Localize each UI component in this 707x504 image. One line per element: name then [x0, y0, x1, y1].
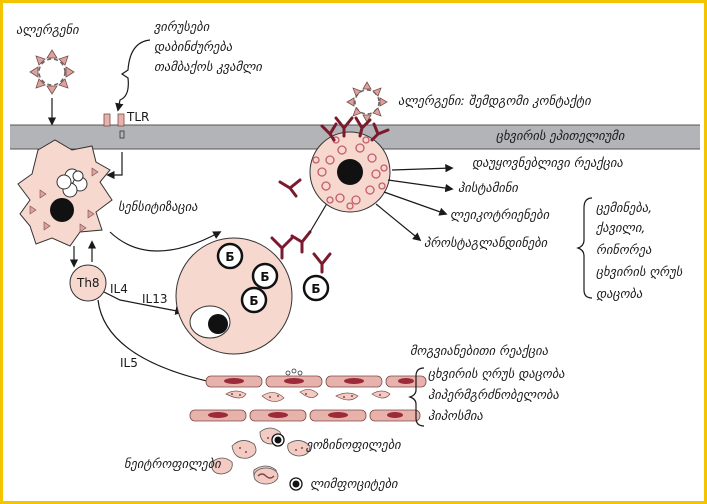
- immediate-reaction-label: დაუყოვნებლივი რეაქცია: [472, 157, 623, 170]
- trigger-pollution: დაბინძურება: [154, 41, 232, 54]
- late-symptom-hyposmia: ჰიპოსმია: [428, 410, 483, 423]
- il13-label: IL13: [142, 293, 168, 305]
- b-cell-label-2: Б: [260, 270, 269, 284]
- neutrophils-label: ნეიტროფილები: [124, 458, 221, 471]
- eosinophils-label: ეოზინოფილები: [306, 439, 401, 452]
- b-cell-marker-1: Б: [218, 244, 242, 268]
- late-symptom-congestion: ცხვირის ღრუს დაცობა: [428, 368, 565, 381]
- allergen-particle-repeat: [347, 82, 387, 122]
- b-cell-marker-2: Б: [253, 264, 277, 288]
- b-cell-label-4: Б: [311, 282, 320, 296]
- symptom-itching: ქავილი,: [596, 222, 645, 235]
- neutrophil-cell: [254, 468, 278, 484]
- trigger-viruses: ვირუსები: [154, 21, 209, 34]
- trigger-smoke: თამბაქოს კვამლი: [154, 61, 262, 74]
- blood-vessel: [190, 369, 426, 421]
- symptom-rhinorrhea: რინორეა: [596, 244, 651, 257]
- tlr-label: TLR: [127, 111, 149, 123]
- b-cell-label-3: Б: [249, 294, 258, 308]
- leukotrienes-label: ლეიკოტრიენები: [450, 209, 549, 222]
- late-reaction-label: მოგვიანებითი რეაქცია: [410, 345, 548, 358]
- symptom-congestion-2: დაცობა: [596, 288, 642, 301]
- il5-label: IL5: [120, 357, 138, 369]
- prostaglandins-label: პროსტაგლანდინები: [424, 237, 547, 250]
- allergen-particle: [30, 50, 74, 94]
- symptom-sneezing: ცემინება,: [596, 202, 652, 215]
- tlr-receptor-a: [104, 114, 110, 126]
- th8-label: Th8: [77, 277, 100, 289]
- b-cell-marker-3: Б: [242, 288, 266, 312]
- epithelium-label: ცხვირის ეპითელიუმი: [496, 130, 624, 143]
- allergen-repeat-label: ალერგენი: შემდგომი კონტაქტი: [398, 95, 591, 108]
- allergen-label: ალერგენი: [16, 24, 79, 37]
- il4-label: IL4: [110, 283, 128, 295]
- b-cell-marker-4: Б: [304, 276, 328, 300]
- tlr-receptor-b: [118, 114, 124, 126]
- symptoms-brace: [578, 198, 592, 298]
- lymphocytes-label: ლიმფოციტები: [310, 478, 398, 491]
- histamine-label: ჰისტამინი: [458, 182, 518, 195]
- symptom-congestion-1: ცხვირის ღრუს: [596, 266, 682, 279]
- sensitization-label: სენსიტიზაცია: [118, 201, 198, 214]
- b-cell-label-1: Б: [225, 250, 234, 264]
- late-symptom-hypersensitivity: ჰიპერმგრძნობელობა: [428, 389, 559, 402]
- dendritic-cell: [18, 140, 112, 246]
